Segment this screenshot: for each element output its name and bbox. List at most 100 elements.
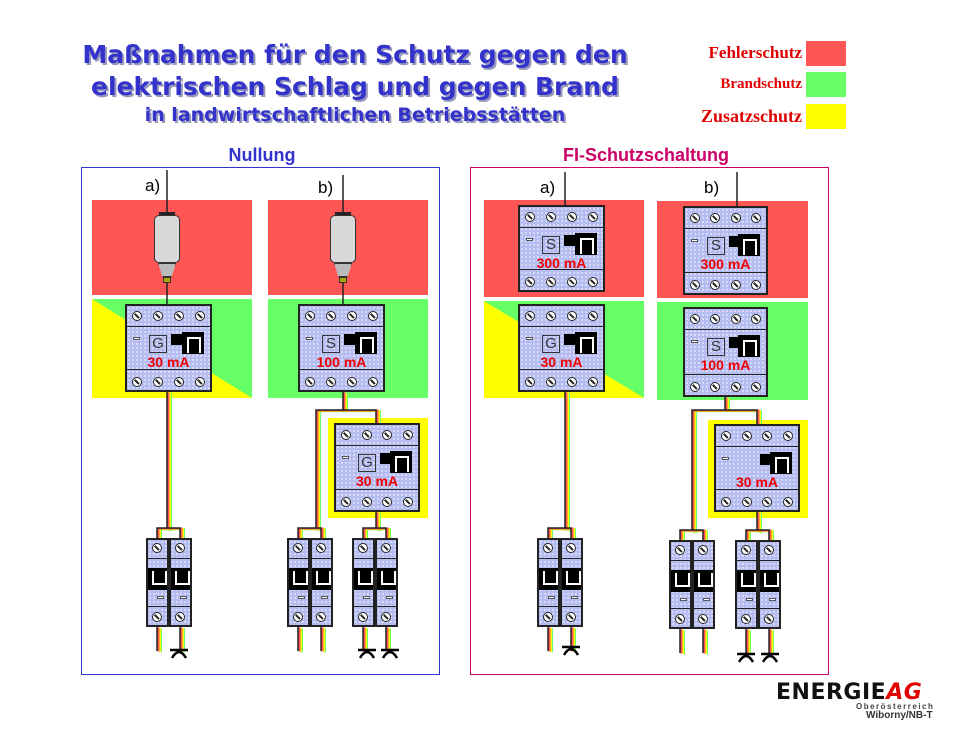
screw-icon xyxy=(546,212,557,222)
indicator-icon xyxy=(746,598,753,601)
toggle-lever-icon xyxy=(575,233,597,255)
legend-swatch-fehlerschutz xyxy=(806,41,846,66)
divider xyxy=(354,558,373,559)
indicator-icon xyxy=(321,596,328,599)
screw-icon xyxy=(382,430,393,440)
label-fi-a: a) xyxy=(540,178,556,197)
test-button-icon xyxy=(171,334,183,345)
rcd-device[interactable]: 30 mA xyxy=(714,424,800,512)
mcb-pair[interactable] xyxy=(669,540,715,629)
mcb-pair[interactable] xyxy=(537,538,583,627)
terminal-strip xyxy=(336,425,418,445)
screw-icon xyxy=(543,543,553,553)
screw-icon xyxy=(305,311,316,321)
divider xyxy=(171,558,190,559)
divider xyxy=(737,560,756,561)
mcb-pole xyxy=(669,540,692,629)
test-button-icon xyxy=(729,337,741,348)
title-line-2: elektrischen Schlag und gegen Brand xyxy=(91,72,619,101)
screw-icon xyxy=(152,543,162,553)
mcb-pair[interactable] xyxy=(352,538,398,627)
indicator-icon xyxy=(691,340,698,343)
screw-icon xyxy=(698,545,708,555)
divider xyxy=(377,606,396,607)
screw-icon xyxy=(690,382,701,392)
screw-icon xyxy=(587,377,598,387)
mcb-pair[interactable] xyxy=(735,540,781,629)
divider xyxy=(671,560,690,561)
screw-icon xyxy=(675,614,685,624)
load-terminal-icon xyxy=(358,648,376,659)
terminal-strip xyxy=(716,426,798,446)
indicator-icon xyxy=(180,596,187,599)
mcb-pair[interactable] xyxy=(287,538,333,627)
mcb-pole xyxy=(758,540,781,629)
switch-lever-icon xyxy=(694,570,713,592)
divider xyxy=(760,560,779,561)
logo-brand: ENERGIEAG xyxy=(776,680,922,705)
screw-icon xyxy=(762,431,773,441)
wire xyxy=(726,409,760,425)
mcb-feed-wire xyxy=(745,529,770,540)
screw-icon xyxy=(546,277,557,287)
terminal-strip xyxy=(520,306,603,326)
label-nullung-a: a) xyxy=(145,176,161,195)
screw-icon xyxy=(132,311,143,321)
switch-lever-icon xyxy=(354,568,373,590)
test-button-icon xyxy=(729,236,741,247)
wire xyxy=(346,409,380,424)
wire xyxy=(344,409,379,424)
screw-icon xyxy=(741,545,751,555)
terminal-strip xyxy=(685,309,766,329)
rcd-type-label: G xyxy=(358,454,376,472)
screw-icon xyxy=(690,280,701,290)
divider xyxy=(312,558,331,559)
screw-icon xyxy=(367,377,378,387)
screw-icon xyxy=(764,545,774,555)
screw-icon xyxy=(543,612,553,622)
divider xyxy=(694,560,713,561)
rcd-rating: 30 mA xyxy=(540,354,583,370)
section-title-fi: FI-Schutzschaltung xyxy=(563,145,729,165)
screw-icon xyxy=(690,213,701,223)
screw-icon xyxy=(173,311,184,321)
legend-swatch-brandschutz xyxy=(806,72,846,97)
switch-lever-icon xyxy=(171,568,190,590)
test-button-icon xyxy=(564,334,576,345)
legend-label-brandschutz: Brandschutz xyxy=(720,76,802,92)
divider xyxy=(694,608,713,609)
indicator-icon xyxy=(680,598,687,601)
wire xyxy=(343,409,377,423)
divider xyxy=(289,606,308,607)
toggle-lever-icon xyxy=(770,452,792,474)
wire xyxy=(315,392,344,530)
indicator-icon xyxy=(157,596,164,599)
screw-icon xyxy=(710,382,721,392)
screw-icon xyxy=(762,497,773,507)
toggle-lever-icon xyxy=(182,332,204,354)
divider xyxy=(671,608,690,609)
screw-icon xyxy=(153,377,164,387)
section-title-nullung: Nullung xyxy=(228,145,296,165)
screw-icon xyxy=(358,543,368,553)
screw-icon xyxy=(326,311,337,321)
screw-icon xyxy=(698,614,708,624)
mcb-pole xyxy=(169,538,192,627)
screw-icon xyxy=(721,431,732,441)
screw-icon xyxy=(525,277,536,287)
mcb-pair[interactable] xyxy=(146,538,192,627)
terminal-strip xyxy=(127,306,210,326)
indicator-icon xyxy=(703,598,710,601)
mcb-pole xyxy=(735,540,758,629)
divider xyxy=(737,608,756,609)
test-button-icon xyxy=(760,454,772,465)
divider xyxy=(148,606,167,607)
